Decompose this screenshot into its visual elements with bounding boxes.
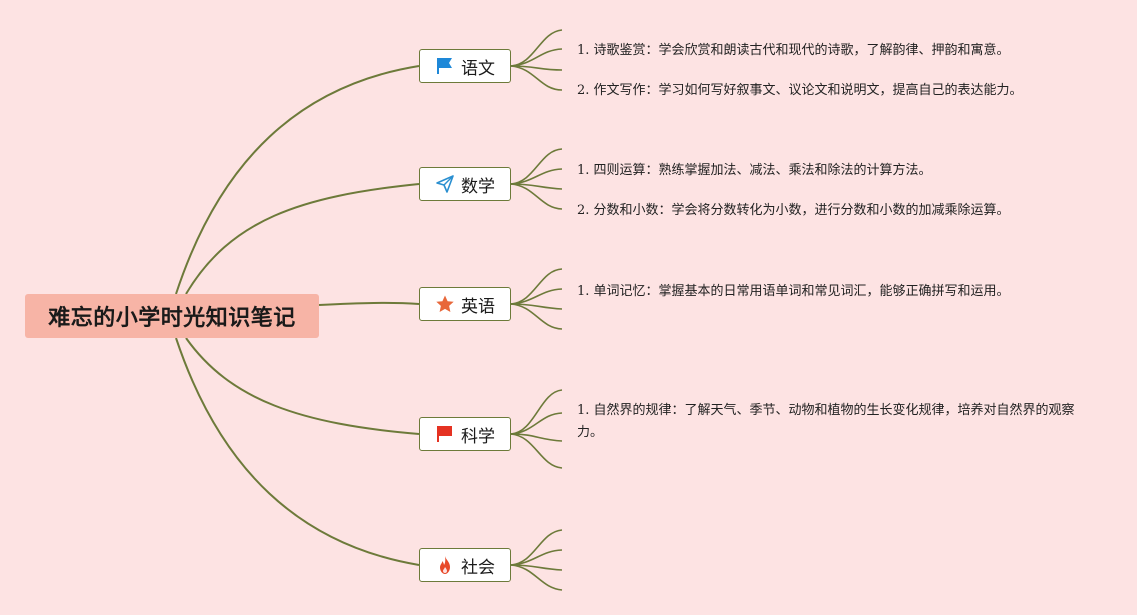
connector-shuxue [185,183,420,295]
note-yuwen-2: 2. 作文写作：学习如何写好叙事文、议论文和说明文，提高自己的表达能力。 [577,83,1023,98]
branch-label: 科学 [461,426,495,447]
note-kexue-1: 1. 自然界的规律：了解天气、季节、动物和植物的生长变化规律，培养对自然界的观察… [577,403,1075,440]
connector-yingyu [318,301,420,306]
branch-kexue[interactable]: 科学 [419,417,511,451]
connector-shehui [175,337,420,566]
connector-yuwen [175,65,420,295]
branch-yuwen[interactable]: 语文 [419,49,511,83]
branch-yingyu[interactable]: 英语 [419,287,511,321]
blue-flag-icon [435,56,455,76]
branch-label: 社会 [461,557,495,578]
note-yuwen-1: 1. 诗歌鉴赏：学会欣赏和朗读古代和现代的诗歌，了解韵律、押韵和寓意。 [577,43,1010,58]
connector-kexue [185,337,420,435]
branch-label: 英语 [461,296,495,317]
branch-label: 数学 [461,176,495,197]
red-flag-icon [435,424,455,444]
fire-icon [435,555,455,575]
star-icon [435,294,455,314]
note-shuxue-1: 1. 四则运算：熟练掌握加法、减法、乘法和除法的计算方法。 [577,163,932,178]
branch-label: 语文 [461,58,495,79]
central-topic-title: 难忘的小学时光知识笔记 [48,306,296,331]
note-shuxue-2: 2. 分数和小数：学会将分数转化为小数，进行分数和小数的加减乘除运算。 [577,203,1010,218]
branch-shuxue[interactable]: 数学 [419,167,511,201]
branch-shehui[interactable]: 社会 [419,548,511,582]
central-topic[interactable]: 难忘的小学时光知识笔记 [25,294,319,338]
paper-plane-icon [435,174,455,194]
note-yingyu-1: 1. 单词记忆：掌握基本的日常用语单词和常见词汇，能够正确拼写和运用。 [577,284,1010,299]
